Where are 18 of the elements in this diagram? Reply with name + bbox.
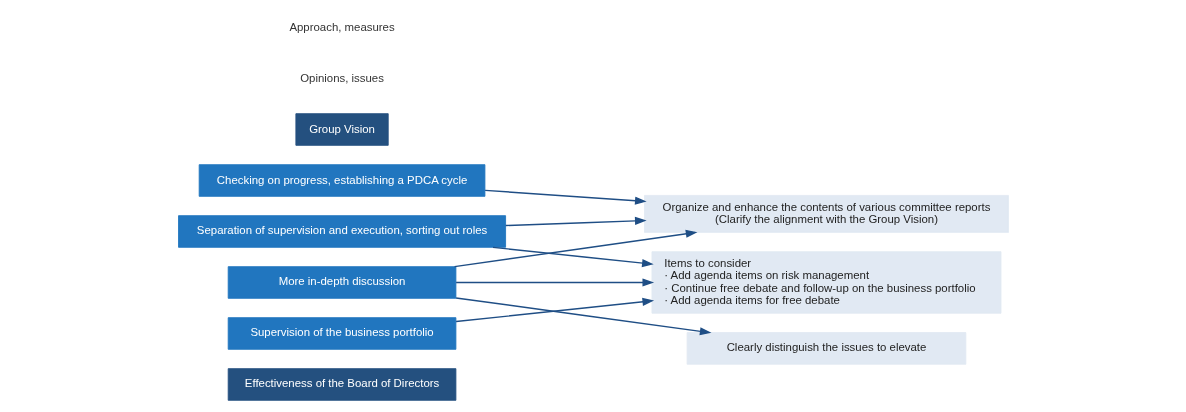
node-box: Separation of supervision and execution, sorting out roles	[177, 215, 506, 248]
node-box: More in-depth discussion	[227, 266, 456, 299]
node-box: Effectiveness of the Board of Directors	[227, 368, 456, 401]
arrow	[454, 297, 711, 336]
label: Approach, measures	[288, 20, 395, 33]
node-box: Group Vision	[294, 113, 389, 146]
node-box: Clearly distinguish the issues to elevate	[686, 332, 966, 365]
arrow	[491, 246, 654, 268]
arrow	[453, 229, 697, 268]
arrow	[454, 297, 654, 323]
arrow	[454, 278, 654, 287]
arrow	[483, 189, 647, 205]
label: Opinions, issues	[299, 71, 384, 84]
node-box: Organize and enhance the contents of various committee reports (Clarify the alignment with the Group Vision)	[643, 195, 1009, 233]
arrow	[504, 216, 647, 227]
node-box: Checking on progress, establishing a PDCA cycle	[198, 164, 485, 197]
node-box: Items to consider · Add agenda items on risk management · Continue free debate and follow-up on the business portfolio · Add agenda items for free debate	[651, 251, 1001, 314]
node-box: Supervision of the business portfolio	[227, 317, 456, 350]
